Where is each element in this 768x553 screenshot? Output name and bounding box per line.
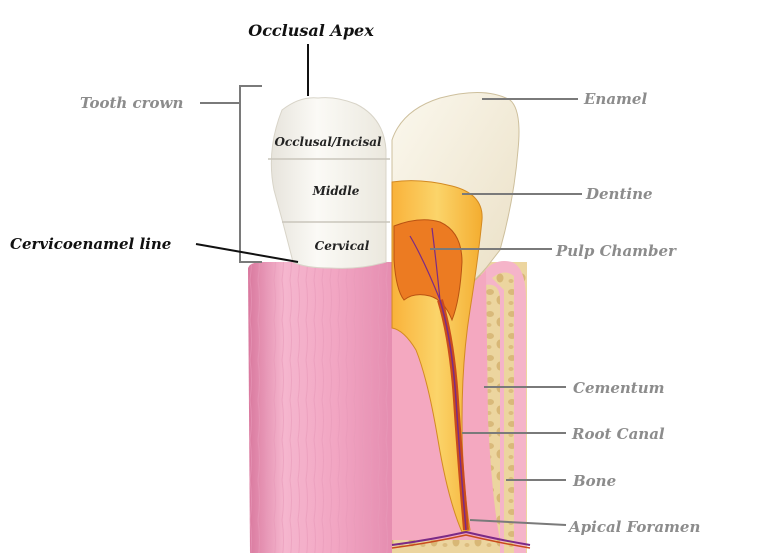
label-bone: Bone — [572, 472, 616, 490]
crown-zone-cervical: Cervical — [315, 239, 370, 253]
gum — [248, 262, 392, 553]
label-enamel: Enamel — [583, 90, 647, 108]
label-cementum: Cementum — [573, 379, 665, 397]
leader-lines — [195, 44, 582, 526]
apical-foramen-leader — [469, 519, 567, 526]
apical-foramen-vessels — [391, 530, 531, 546]
tooth-cross-section — [391, 91, 531, 553]
label-tooth-crown: Tooth crown — [80, 94, 183, 112]
label-apical-foramen: Apical Foramen — [567, 518, 700, 536]
label-root-canal: Root Canal — [571, 425, 665, 443]
label-occlusal-apex: Occlusal Apex — [248, 21, 374, 40]
label-cervicoenamel-line: Cervicoenamel line — [10, 235, 171, 253]
crown-zone-middle: Middle — [312, 184, 360, 198]
label-dentine: Dentine — [585, 185, 653, 203]
tooth-crown-bracket — [239, 85, 262, 263]
tooth-crown — [268, 97, 390, 269]
pulp-chamber — [393, 219, 463, 322]
label-pulp-chamber: Pulp Chamber — [555, 242, 677, 260]
cervicoenamel-leader — [195, 243, 299, 263]
crown-zone-occlusal-incisal: Occlusal/Incisal — [274, 135, 382, 149]
